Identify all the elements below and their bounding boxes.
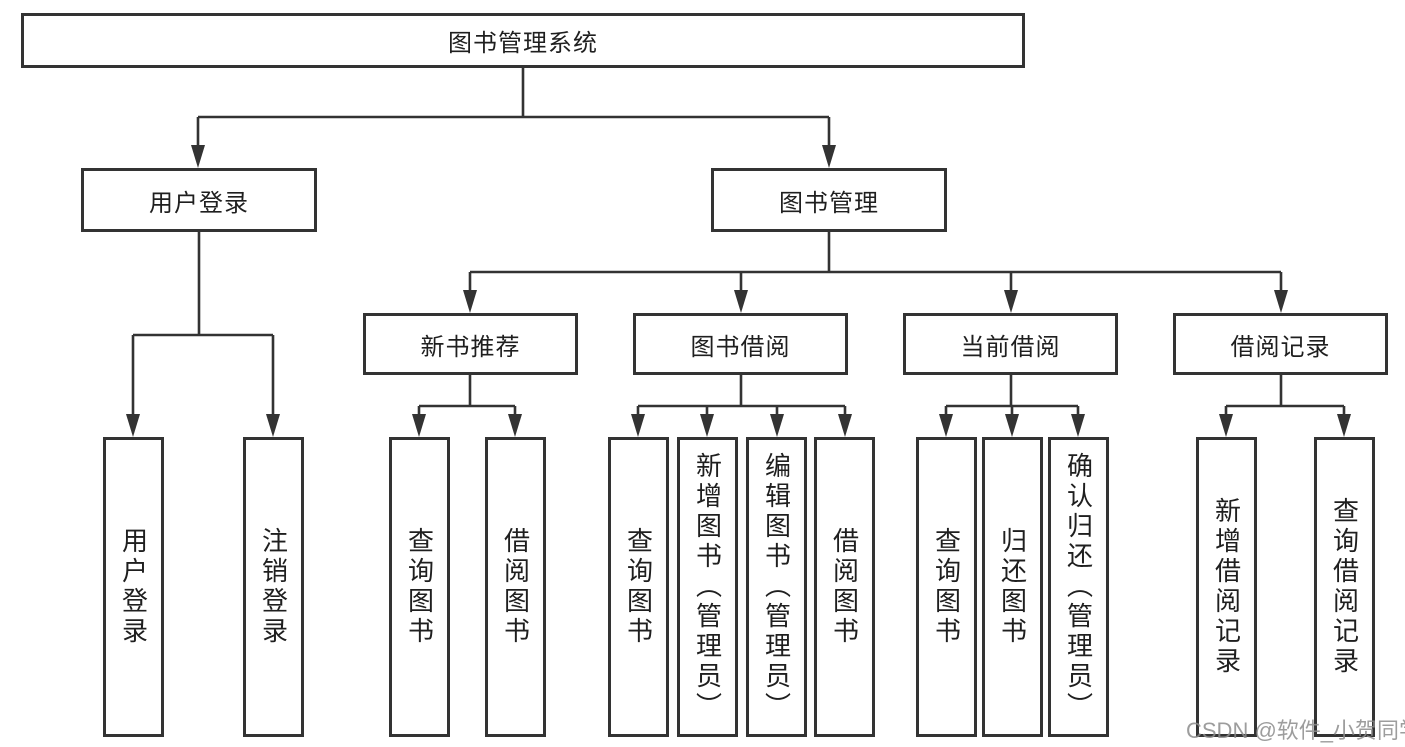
leaf-user-login: 用户登录 <box>103 437 164 737</box>
leaf-label: 用户登录 <box>118 527 149 647</box>
csdn-watermark: CSDN @软件_小贺同学 <box>1186 718 1405 743</box>
node-book-borrow: 图书借阅 <box>633 313 848 375</box>
leaf-borrow-books: 借阅图书 <box>814 437 875 737</box>
leaf-label: 新增图书（管理员） <box>692 452 723 722</box>
node-user-login: 用户登录 <box>81 168 317 232</box>
leaf-label: 新增借阅记录 <box>1211 497 1242 677</box>
leaf-label: 借阅图书 <box>829 527 860 647</box>
leaf-add-borrow-record: 新增借阅记录 <box>1196 437 1257 737</box>
leaf-logout: 注销登录 <box>243 437 304 737</box>
leaf-query-books-borrow: 查询图书 <box>608 437 669 737</box>
leaf-confirm-return-admin: 确认归还（管理员） <box>1048 437 1109 737</box>
leaf-label: 注销登录 <box>258 527 289 647</box>
leaf-label: 查询图书 <box>623 527 654 647</box>
leaf-query-borrow-record: 查询借阅记录 <box>1314 437 1375 737</box>
leaf-label: 借阅图书 <box>500 527 531 647</box>
leaf-add-books-admin: 新增图书（管理员） <box>677 437 738 737</box>
node-borrow-records: 借阅记录 <box>1173 313 1388 375</box>
leaf-label: 确认归还（管理员） <box>1063 452 1094 722</box>
leaf-query-books-current: 查询图书 <box>916 437 977 737</box>
leaf-label: 查询借阅记录 <box>1329 497 1360 677</box>
leaf-label: 编辑图书（管理员） <box>761 452 792 722</box>
leaf-borrow-books-recommend: 借阅图书 <box>485 437 546 737</box>
leaf-return-books: 归还图书 <box>982 437 1043 737</box>
leaf-label: 归还图书 <box>997 527 1028 647</box>
node-book-management: 图书管理 <box>711 168 947 232</box>
leaf-label: 查询图书 <box>404 527 435 647</box>
node-root-system: 图书管理系统 <box>21 13 1025 68</box>
leaf-label: 查询图书 <box>931 527 962 647</box>
node-new-book-recommend: 新书推荐 <box>363 313 578 375</box>
leaf-edit-books-admin: 编辑图书（管理员） <box>746 437 807 737</box>
node-current-borrow: 当前借阅 <box>903 313 1118 375</box>
leaf-query-books-recommend: 查询图书 <box>389 437 450 737</box>
